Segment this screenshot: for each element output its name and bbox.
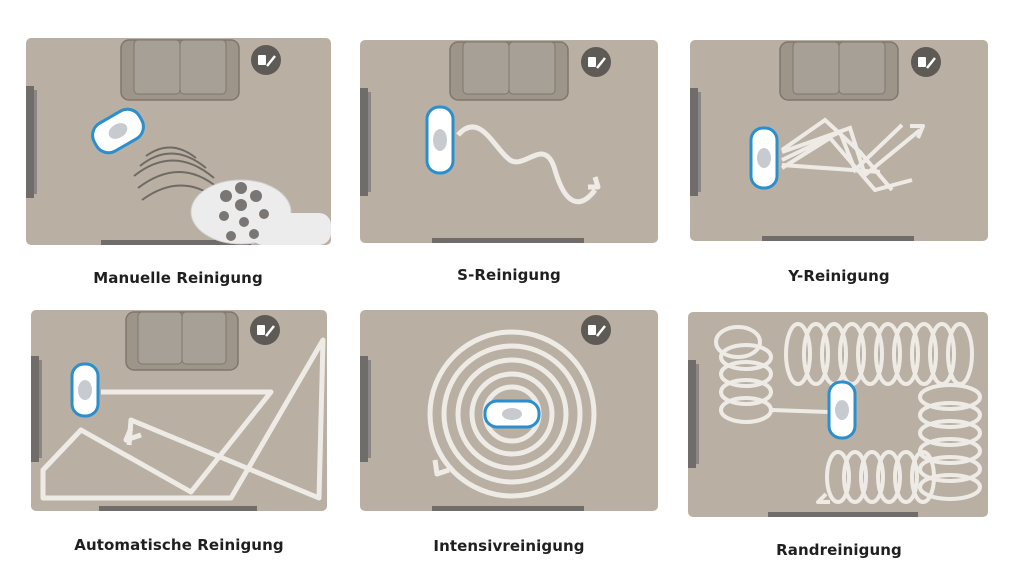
sofa-icon [779,41,899,101]
mode-tile-manual [26,38,331,245]
window-robot-icon [91,107,145,155]
window-robot-icon [827,380,857,440]
path-arrow-icon [588,176,601,190]
mode-label-y: Y-Reinigung [788,267,890,285]
sofa-icon [449,41,569,101]
mode-tile-auto [31,310,327,511]
mode-label-intensive: Intensivreinigung [433,537,585,555]
remote-icon [190,179,331,245]
auto-cleaning-illustration [31,310,327,511]
tv-icon [360,356,368,462]
window-robot-icon [70,362,100,418]
s-cleaning-illustration [360,40,658,243]
tv-icon [360,88,368,196]
path-arrow-icon [123,427,142,443]
settings-badge-icon [911,47,941,77]
sofa-icon [125,311,239,371]
settings-badge-icon [581,315,611,345]
settings-badge-icon [251,45,281,75]
mode-tile-s [360,40,658,243]
mode-label-s: S-Reinigung [457,266,561,284]
manual-cleaning-illustration [26,38,331,245]
tv-icon [31,356,39,462]
tv-icon [690,88,698,196]
tv-icon [26,86,34,198]
mode-label-manual: Manuelle Reinigung [93,269,263,287]
intensive-cleaning-illustration [360,310,658,511]
sofa-icon [120,39,240,101]
mode-tile-y [690,40,988,241]
mode-label-auto: Automatische Reinigung [74,536,284,554]
mode-label-edge: Randreinigung [776,541,902,559]
y-cleaning-illustration [690,40,988,241]
tv-icon [688,360,696,468]
path-arrow-icon [816,492,830,504]
mode-tile-intensive [360,310,658,511]
settings-badge-icon [250,315,280,345]
mode-tile-edge [688,312,988,517]
window-robot-icon [749,126,779,190]
window-robot-icon [425,105,455,175]
s-path [456,124,597,204]
edge-cleaning-illustration [688,312,988,517]
path-arrow-icon [910,124,925,139]
path-arrow-icon [432,459,450,477]
settings-badge-icon [581,47,611,77]
window-robot-icon [483,399,541,429]
y-path [780,117,922,193]
auto-path [40,337,326,501]
